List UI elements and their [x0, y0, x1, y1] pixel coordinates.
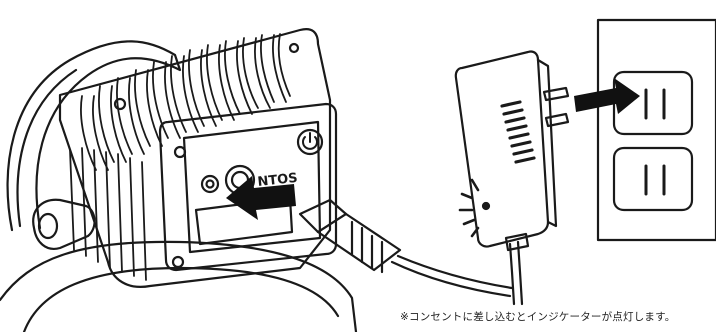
arrow-icon	[574, 78, 640, 114]
dc-cable	[390, 260, 512, 298]
power-icon	[302, 132, 318, 150]
panel-screw	[113, 97, 127, 111]
panel-screw	[171, 255, 185, 269]
panel-screw	[288, 42, 300, 54]
dc-plug	[298, 198, 514, 298]
light-stand-frame	[6, 40, 182, 232]
indicator-socket-inner	[205, 179, 215, 189]
adapter-prong	[542, 86, 570, 102]
arrow-icon	[226, 176, 296, 220]
heatsink-fins-lower	[69, 147, 147, 281]
outlet-icon	[612, 146, 694, 212]
adapter-cable	[508, 242, 516, 306]
caption-note: ※コンセントに差し込むとインジケーターが点灯します。	[400, 311, 676, 323]
outlet-plate	[596, 18, 716, 242]
control-panel	[158, 102, 338, 272]
panel-screw	[173, 145, 187, 159]
adapter-body	[454, 50, 550, 248]
light-stand-frame-inner	[16, 68, 78, 228]
light-housing	[58, 28, 332, 288]
adapter-prong	[544, 112, 570, 128]
stand-knob-face	[37, 212, 59, 240]
power-button[interactable]	[296, 128, 324, 156]
control-panel-inner	[182, 120, 322, 254]
wall-outlet	[596, 18, 716, 242]
heatsink-fins	[80, 33, 291, 171]
indicator-light-icon	[481, 201, 491, 211]
brand-label: NTOS	[257, 171, 299, 190]
indicator-socket	[200, 174, 220, 194]
light-stand-base	[0, 240, 358, 332]
ac-adapter	[454, 50, 570, 306]
adapter-vents	[500, 100, 536, 164]
indicator-glow	[458, 178, 480, 238]
adapter-side	[536, 58, 558, 228]
work-light	[0, 28, 358, 332]
